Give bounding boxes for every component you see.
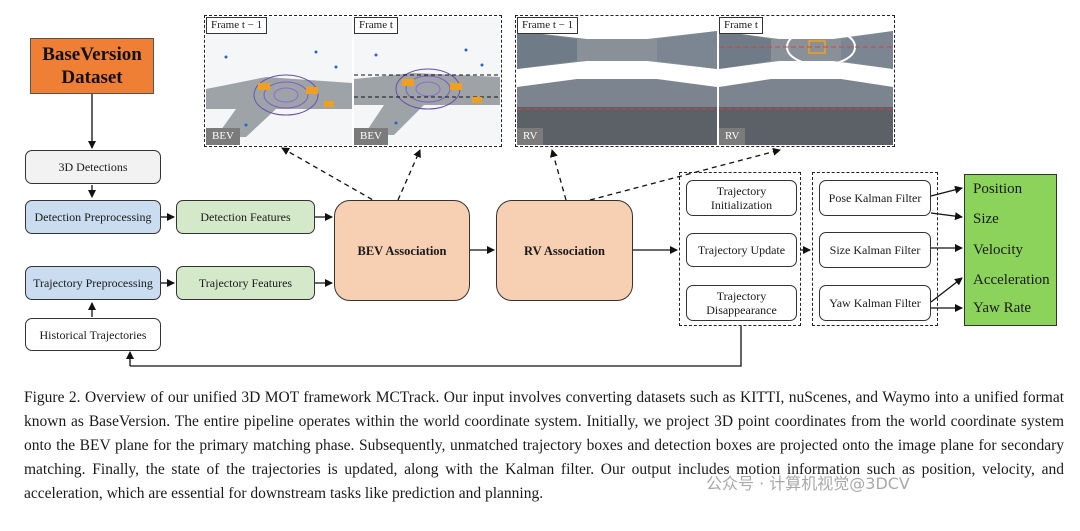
trajectory-features-label: Trajectory Features bbox=[198, 276, 293, 290]
trajectory-management-group bbox=[679, 172, 801, 326]
bev-frame-curr-label: Frame t bbox=[354, 17, 398, 34]
output-velocity: Velocity bbox=[973, 242, 1023, 258]
yaw-kalman-filter-label: Yaw Kalman Filter bbox=[829, 296, 921, 310]
historical-trajectories-box: Historical Trajectories bbox=[25, 318, 161, 351]
bev-frame-curr-panel: Frame t BEV bbox=[354, 17, 500, 145]
trajectory-disappearance-box: Trajectory Disappearance bbox=[686, 285, 797, 321]
detections-label: 3D Detections bbox=[58, 160, 128, 174]
trajectory-preprocessing-box: Trajectory Preprocessing bbox=[25, 266, 161, 300]
rv-association-label: RV Association bbox=[524, 243, 605, 258]
bev-association-label: BEV Association bbox=[357, 243, 447, 258]
rv-association-box: RV Association bbox=[496, 200, 633, 301]
bev-point-cloud-curr bbox=[354, 17, 500, 145]
bev-view-label-curr: BEV bbox=[354, 128, 388, 145]
bev-view-label-prev: BEV bbox=[206, 128, 240, 145]
rv-camera-images-curr bbox=[719, 17, 893, 145]
detection-preprocessing-label: Detection Preprocessing bbox=[34, 210, 152, 224]
yaw-kalman-filter-box: Yaw Kalman Filter bbox=[819, 285, 931, 321]
baseversion-dataset-box: BaseVersion Dataset bbox=[30, 38, 154, 94]
rv-frame-prev-label: Frame t − 1 bbox=[517, 17, 579, 34]
pose-kalman-filter-box: Pose Kalman Filter bbox=[819, 180, 931, 216]
outputs-box: Position Size Velocity Acceleration Yaw … bbox=[964, 174, 1057, 326]
trajectory-disappearance-label: Trajectory Disappearance bbox=[706, 289, 777, 317]
historical-trajectories-label: Historical Trajectories bbox=[39, 327, 147, 342]
detection-preprocessing-box: Detection Preprocessing bbox=[25, 200, 161, 234]
rv-view-label-prev: RV bbox=[517, 128, 544, 145]
bev-association-box: BEV Association bbox=[334, 200, 470, 301]
size-kalman-filter-label: Size Kalman Filter bbox=[829, 243, 921, 257]
bev-frame-prev-label: Frame t − 1 bbox=[206, 17, 268, 34]
trajectory-update-label: Trajectory Update bbox=[697, 243, 786, 257]
rv-frame-prev-panel: Frame t − 1 RV bbox=[517, 17, 717, 145]
rv-camera-images-prev bbox=[517, 17, 717, 145]
pose-kalman-filter-label: Pose Kalman Filter bbox=[828, 191, 922, 205]
kalman-filter-group bbox=[812, 172, 938, 326]
size-kalman-filter-box: Size Kalman Filter bbox=[819, 232, 931, 268]
output-position: Position bbox=[973, 181, 1023, 197]
rv-view-label-curr: RV bbox=[719, 128, 746, 145]
rv-panel-group bbox=[515, 15, 895, 147]
dataset-label: BaseVersion Dataset bbox=[42, 44, 142, 88]
detection-features-label: Detection Features bbox=[200, 210, 291, 224]
detections-box: 3D Detections bbox=[25, 150, 161, 184]
trajectory-update-box: Trajectory Update bbox=[686, 233, 797, 267]
bev-frame-prev-panel: Frame t − 1 BEV bbox=[206, 17, 352, 145]
output-yaw-rate: Yaw Rate bbox=[973, 300, 1032, 316]
trajectory-initialization-box: Trajectory Initialization bbox=[686, 180, 797, 216]
bev-panel-group bbox=[204, 15, 502, 147]
detection-features-box: Detection Features bbox=[176, 200, 315, 234]
output-acceleration: Acceleration bbox=[973, 272, 1050, 288]
trajectory-initialization-label: Trajectory Initialization bbox=[710, 184, 773, 212]
trajectory-features-box: Trajectory Features bbox=[176, 266, 315, 300]
rv-frame-curr-panel: Frame t RV bbox=[719, 17, 893, 145]
output-size: Size bbox=[973, 211, 999, 227]
connector-layer bbox=[88, 94, 963, 367]
trajectory-preprocessing-label: Trajectory Preprocessing bbox=[33, 276, 153, 290]
figure-caption: Figure 2. Overview of our unified 3D MOT… bbox=[24, 389, 1064, 502]
bev-point-cloud-prev bbox=[206, 17, 352, 145]
rv-frame-curr-label: Frame t bbox=[719, 17, 763, 34]
watermark: 公众号 · 计算机视觉@3DCV bbox=[706, 474, 910, 493]
